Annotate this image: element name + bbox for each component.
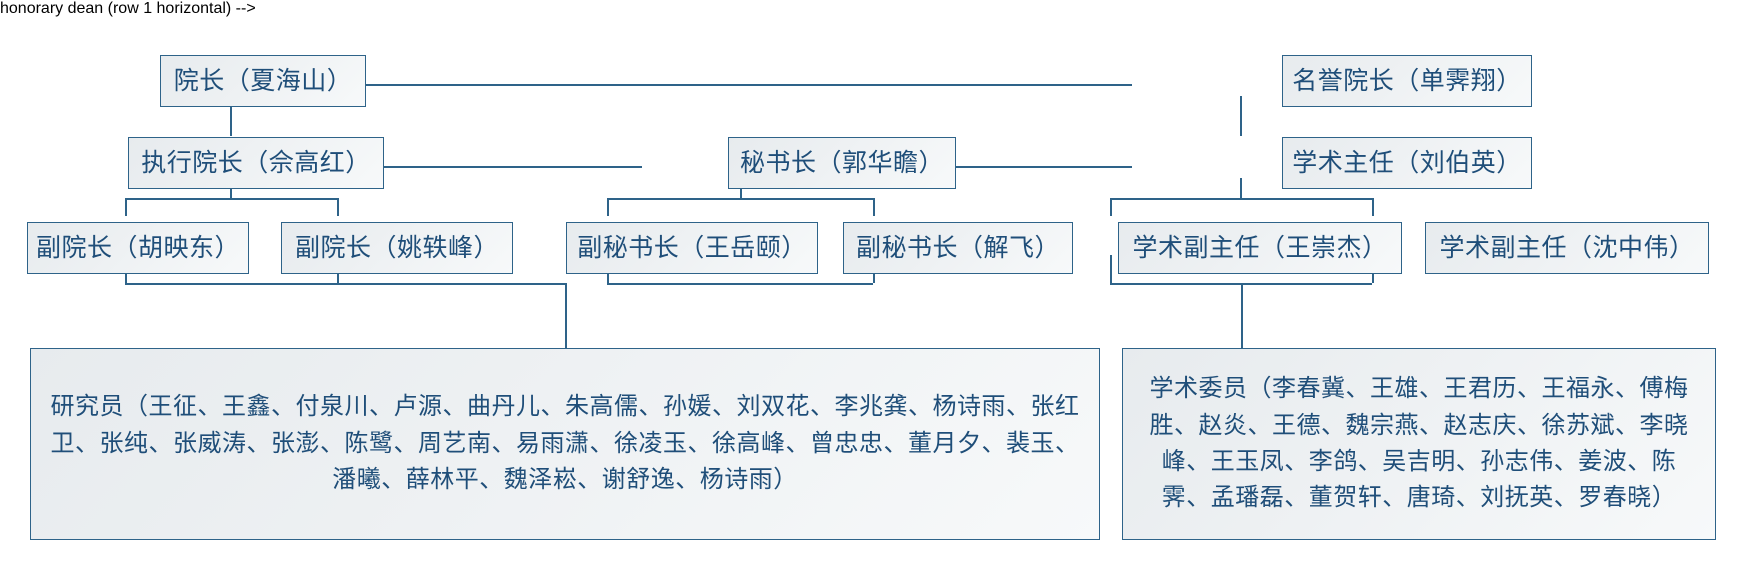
connector-vice-dean-bus <box>125 198 337 200</box>
connector-left-bus <box>231 283 565 285</box>
node-dean[interactable]: 院长（夏海山） <box>160 55 366 107</box>
connector-dean-to-honorary-dean <box>322 84 1132 86</box>
connector-executive-dean-to-secretary-general <box>338 166 642 168</box>
node-honorary-dean[interactable]: 名誉院长（单霁翔） <box>1282 55 1532 107</box>
node-academic-vice-director-2-label: 学术副主任（沈中伟） <box>1439 234 1695 262</box>
node-executive-dean[interactable]: 执行院长（佘高红） <box>128 137 384 189</box>
node-academic-vice-director-1[interactable]: 学术副主任（王崇杰） <box>1118 222 1402 274</box>
connector-academic-director-drop <box>1240 178 1242 198</box>
node-dean-label: 院长（夏海山） <box>173 67 353 95</box>
node-academic-vice-director-1-label: 学术副主任（王崇杰） <box>1132 234 1388 262</box>
connector-into-academic-committee <box>1241 283 1243 348</box>
connector-deputy-secretary-bus <box>607 198 873 200</box>
node-academic-committee-label: 学术委员（李春冀、王雄、王君历、王福永、傅梅胜、赵炎、王德、魏宗燕、赵志庆、徐苏… <box>1149 375 1689 512</box>
node-academic-director[interactable]: 学术主任（刘伯英） <box>1282 137 1532 189</box>
connector-secretary-general-to-academic-director <box>838 166 1132 168</box>
node-deputy-secretary-1-label: 副秘书长（王岳颐） <box>577 234 807 262</box>
node-deputy-secretary-2[interactable]: 副秘书长（解飞） <box>843 222 1073 274</box>
node-academic-director-label: 学术主任（刘伯英） <box>1292 149 1522 177</box>
connector-honorary-dean-to-academic-director <box>1240 96 1242 136</box>
connector-deputy-secretary-merge <box>607 283 873 285</box>
connector-to-academic-vice-1 <box>1110 198 1112 216</box>
node-vice-dean-2[interactable]: 副院长（姚轶峰） <box>281 222 513 274</box>
node-secretary-general-label: 秘书长（郭华瞻） <box>739 149 944 177</box>
node-academic-committee[interactable]: 学术委员（李春冀、王雄、王君历、王福永、傅梅胜、赵炎、王德、魏宗燕、赵志庆、徐苏… <box>1122 348 1716 540</box>
node-executive-dean-label: 执行院长（佘高红） <box>141 149 371 177</box>
connector-into-researchers <box>565 283 567 348</box>
node-vice-dean-2-label: 副院长（姚轶峰） <box>294 234 499 262</box>
connector-to-vice-dean-1 <box>125 198 127 216</box>
node-honorary-dean-label: 名誉院长（单霁翔） <box>1292 67 1522 95</box>
node-vice-dean-1[interactable]: 副院长（胡映东） <box>27 222 249 274</box>
connector-to-deputy-secretary-2 <box>873 198 875 216</box>
node-secretary-general[interactable]: 秘书长（郭华瞻） <box>728 137 956 189</box>
node-deputy-secretary-2-label: 副秘书长（解飞） <box>855 234 1060 262</box>
connector-academic-vice-1-down <box>1110 255 1112 283</box>
connector-to-deputy-secretary-1 <box>607 198 609 216</box>
node-deputy-secretary-1[interactable]: 副秘书长（王岳颐） <box>566 222 818 274</box>
connector-dean-to-executive-dean <box>230 96 232 136</box>
node-researchers-label: 研究员（王征、王鑫、付泉川、卢源、曲丹儿、朱高儒、孙媛、刘双花、李兆龚、杨诗雨、… <box>50 393 1080 494</box>
node-vice-dean-1-label: 副院长（胡映东） <box>35 234 240 262</box>
node-academic-vice-director-2[interactable]: 学术副主任（沈中伟） <box>1425 222 1709 274</box>
connector-academic-vice-bus <box>1110 198 1372 200</box>
connector-to-academic-vice-2 <box>1372 198 1374 216</box>
node-researchers[interactable]: 研究员（王征、王鑫、付泉川、卢源、曲丹儿、朱高儒、孙媛、刘双花、李兆龚、杨诗雨、… <box>30 348 1100 540</box>
connector-to-vice-dean-2 <box>337 198 339 216</box>
